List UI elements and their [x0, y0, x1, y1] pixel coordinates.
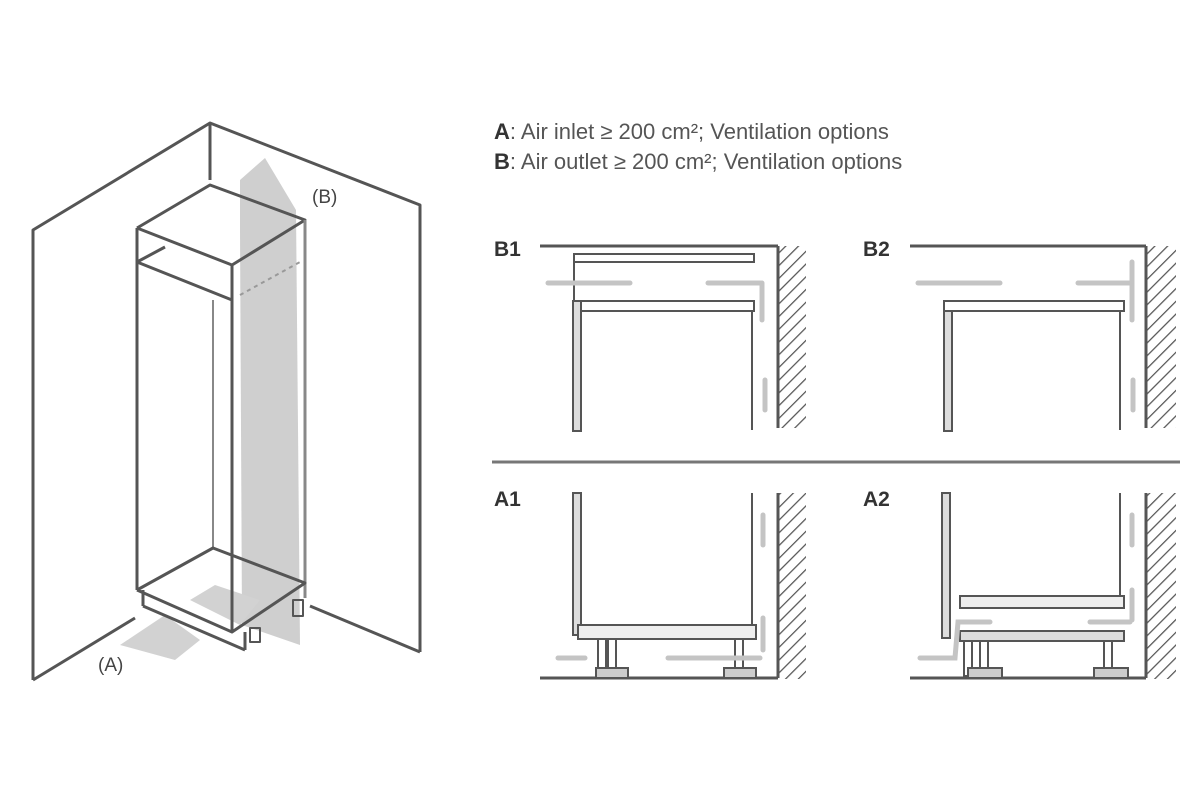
panel-a1-label: A1 — [494, 488, 521, 511]
panel-a2 — [910, 492, 1176, 680]
legend: A: Air inlet ≥ 200 cm²; Ventilation opti… — [494, 117, 902, 177]
inlet-label: (A) — [98, 655, 124, 676]
legend-item-a: A: Air inlet ≥ 200 cm²; Ventilation opti… — [494, 119, 889, 144]
panel-a1 — [540, 492, 806, 680]
inlet-airflow-arrow — [120, 585, 260, 660]
outlet-label: (B) — [312, 187, 338, 208]
panel-b2 — [910, 244, 1176, 432]
legend-item-b: B: Air outlet ≥ 200 cm²; Ventilation opt… — [494, 149, 903, 174]
isometric-niche — [31, 121, 422, 682]
panel-b2-label: B2 — [863, 238, 890, 261]
panel-b1 — [540, 244, 806, 432]
panel-a2-label: A2 — [863, 488, 890, 511]
outlet-airflow-arrow — [240, 158, 300, 645]
panel-b1-label: B1 — [494, 238, 521, 261]
isometric-cabinet — [135, 183, 307, 652]
